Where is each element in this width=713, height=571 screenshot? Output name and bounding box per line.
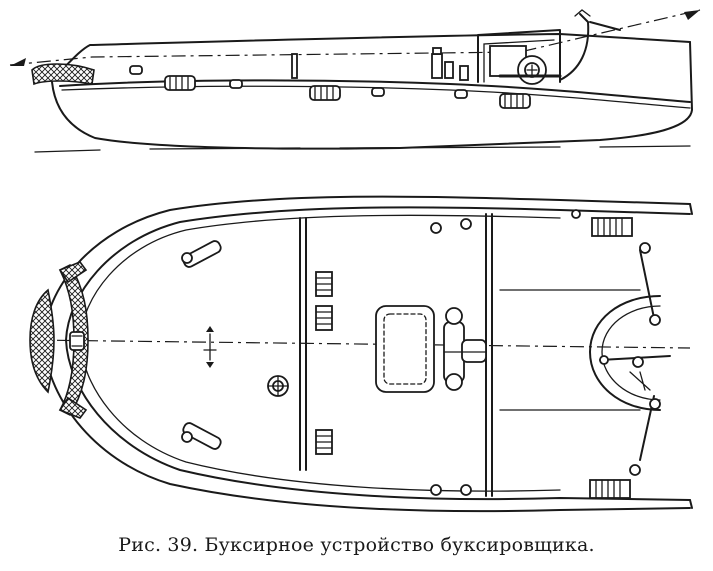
mast-side: [291, 53, 298, 79]
skylight-hatch: [375, 305, 435, 393]
towing-arch-side: [559, 13, 590, 81]
bow-fender-side: [31, 63, 95, 86]
towing-arch-plan: [589, 242, 671, 476]
side-view: [9, 9, 701, 153]
anchor-mark: [203, 326, 217, 368]
capstan-plan: [267, 375, 289, 397]
tugboat-towing-diagram: [9, 9, 701, 513]
aft-grates: [589, 217, 633, 499]
bollards-side: [431, 47, 469, 81]
figure-caption: Рис. 39. Буксирное устройство буксировщи…: [118, 534, 595, 556]
bow-fender-plan: [29, 288, 55, 394]
tow-line-side: [9, 9, 701, 66]
bollards-plan: [430, 209, 581, 496]
arrow-right-icon: [684, 10, 700, 20]
hull-side-outline: [51, 41, 693, 150]
towing-winch-side: [477, 29, 562, 85]
deck-grates: [315, 271, 333, 455]
tow-line-plan: [29, 339, 691, 349]
arrow-left-icon: [10, 58, 26, 66]
bow-bitt-plan: [69, 331, 85, 351]
side-portholes: [129, 65, 531, 109]
hull-plan-outline: [43, 195, 691, 513]
towing-hook-plan: [443, 307, 487, 391]
bow-fairleads: [181, 240, 222, 450]
plan-view: [29, 195, 693, 513]
